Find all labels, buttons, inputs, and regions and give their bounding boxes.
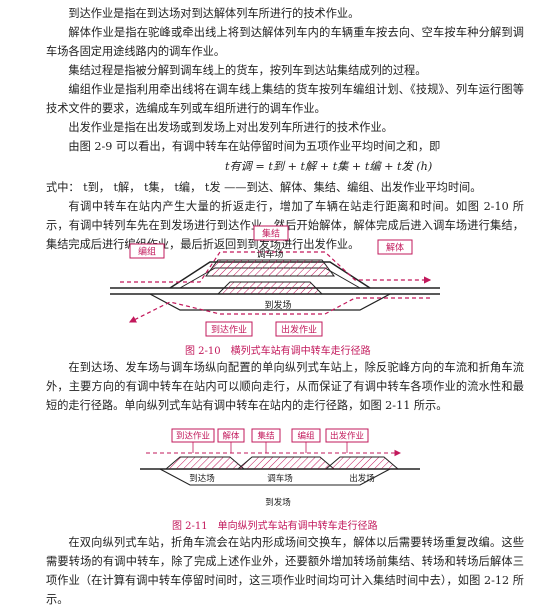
label-box-daoda [205, 321, 253, 337]
paragraph-arrival: 到达作业是指在到达场对到达解体列车所进行的技术作业。 [68, 7, 360, 20]
figure-2-11-diagram: 到达作业 解体 集结 编组 出发作业 到达场 调车场 出发场 到发场 [140, 428, 420, 508]
label-diaochechang-2: 调车场 [267, 473, 293, 484]
formula: t有调 = t到 + t解 + t集 + t编 + t发 (h) [225, 160, 433, 173]
arrival-yard-area [164, 456, 246, 470]
label-jieti: 解体 [386, 242, 404, 254]
label-jieji-2: 集结 [257, 431, 274, 442]
label-box-jieji [253, 225, 289, 241]
label-diaochechang: 调车场 [256, 248, 283, 260]
label-bianzu-2: 编组 [297, 431, 315, 442]
label-daofachang: 到发场 [264, 299, 291, 311]
label-chufa-2: 出发作业 [330, 431, 364, 442]
departure-yard-hatched-area [216, 281, 324, 295]
label-daodachang: 到达场 [189, 473, 215, 484]
label-box-bianzu [129, 243, 165, 259]
label-jieji: 集结 [262, 228, 280, 240]
departure-yard-area [324, 456, 400, 470]
caption-figure-2-11: 图 2-11 单向纵列式车站有调中转车走行径路 [172, 521, 378, 532]
label-daoda-2: 到达作业 [176, 431, 210, 442]
caption-figure-2-10: 图 2-10 横列式车站有调中转车走行径路 [185, 346, 371, 357]
paragraph-bidirectional: 在双向纵列式车站，折角车流会在站内形成场间交换车，解体以后需要转场重复改编。这些… [46, 536, 524, 606]
yard-hatched-area [205, 259, 335, 277]
paragraph-breakup: 解体作业是指在驼峰或牵出线上将到达解体列车内的车辆重车按去向、空车按车种分解到调… [46, 26, 524, 58]
label-daofa: 到发场 [265, 497, 291, 508]
label-box-chufa [275, 321, 323, 337]
label-bianzu: 编组 [138, 246, 156, 258]
paragraph-departure: 出发作业是指在出发场或到发场上对出发列车所进行的技术作业。 [68, 121, 393, 134]
label-box-jieti [377, 239, 413, 255]
paragraph-fig211-intro: 在到达场、发车场与调车场纵向配置的单向纵列式车站上，除反驼峰方向的车流和折角车流… [46, 361, 524, 412]
paragraph-makeup: 编组作业是指利用牵出线将在调车线上集结的货车按列车编组计划、《技规》、列车运行图… [46, 83, 524, 115]
label-chufa: 出发作业 [281, 324, 317, 336]
classification-yard-area [236, 456, 336, 470]
formula-explanation: 式中： t到， t解， t集， t编， t发 ——到达、解体、集结、编组、出发作… [46, 181, 482, 194]
figure-2-10-diagram: 编组 集结 解体 调车场 到发场 到达作业 出发作业 [110, 225, 440, 337]
label-jieti-2: 解体 [222, 431, 240, 442]
paragraph-fig29-intro: 由图 2-9 可以看出，有调中转车在站停留时间为五项作业平均时间之和，即 [68, 140, 441, 153]
paragraph-accumulation: 集结过程是指被分解到调车线上的货车，按列车到达站集结成列的过程。 [68, 64, 427, 77]
label-daoda: 到达作业 [211, 324, 247, 336]
label-chufachang: 出发场 [349, 473, 375, 484]
